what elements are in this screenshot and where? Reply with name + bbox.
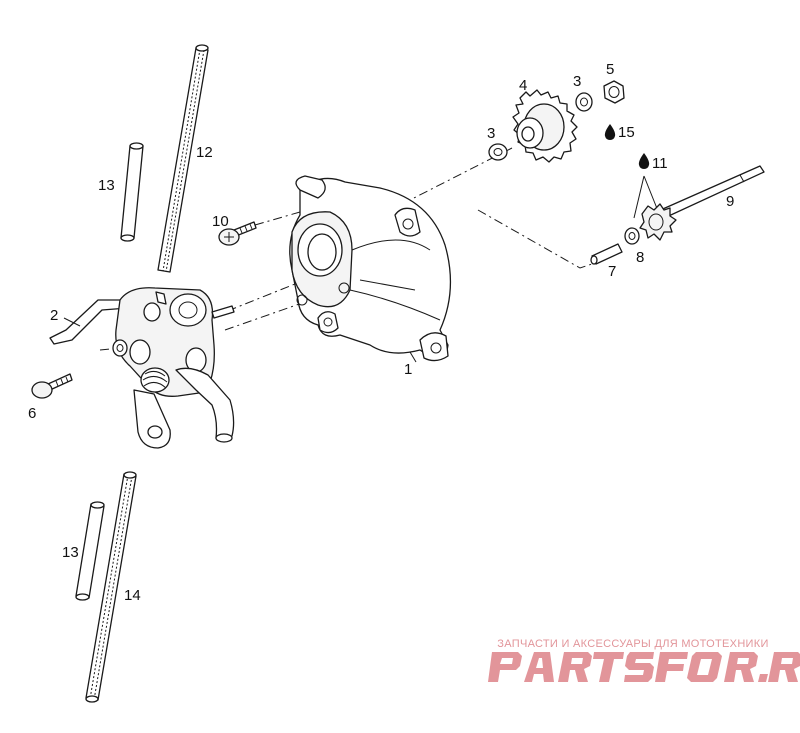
callout-4: 4 bbox=[519, 77, 527, 94]
callout-13: 13 bbox=[62, 544, 79, 561]
watermark-tagline: ЗАПЧАСТИ И АКСЕССУАРЫ ДЛЯ МОТОТЕХНИКИ bbox=[497, 638, 769, 650]
tube-long-upper bbox=[157, 44, 209, 273]
washer-lower bbox=[488, 143, 508, 161]
oil-drop-icon bbox=[638, 153, 650, 169]
pump-cover-housing bbox=[289, 175, 452, 362]
callout-10: 10 bbox=[212, 213, 229, 230]
callout-8: 8 bbox=[636, 249, 644, 266]
callout-13: 13 bbox=[98, 177, 115, 194]
tube-short-lower bbox=[75, 501, 105, 601]
callout-labels: 1 2 3 3 4 5 6 7 8 9 10 11 12 13 13 14 15 bbox=[28, 61, 734, 604]
callout-15: 15 bbox=[618, 124, 635, 141]
oil-pump-assembly bbox=[49, 287, 235, 449]
callout-7: 7 bbox=[608, 263, 616, 280]
washer-upper bbox=[575, 92, 593, 112]
tube-long-lower bbox=[85, 471, 137, 703]
assembly-line-pin bbox=[477, 209, 599, 269]
callout-5: 5 bbox=[606, 61, 614, 78]
callout-3: 3 bbox=[487, 125, 495, 142]
callout-1: 1 bbox=[404, 361, 412, 378]
callout-3: 3 bbox=[573, 73, 581, 90]
callout-2: 2 bbox=[50, 307, 58, 324]
bolt-lower bbox=[31, 373, 73, 399]
nut bbox=[603, 80, 625, 104]
assembly-line-screw bbox=[254, 211, 301, 226]
assembly-line-pump-lower bbox=[224, 287, 346, 331]
shaft-washer bbox=[624, 227, 640, 245]
drive-gear bbox=[512, 89, 578, 163]
dowel-pin bbox=[590, 243, 623, 265]
tube-short-upper bbox=[120, 142, 144, 242]
oil-drop-icon bbox=[604, 124, 616, 140]
callout-11: 11 bbox=[652, 155, 668, 172]
callout-14: 14 bbox=[124, 587, 141, 604]
callout-6: 6 bbox=[28, 405, 36, 422]
screw-upper bbox=[218, 221, 257, 246]
callout-12: 12 bbox=[196, 144, 213, 161]
watermark-logo bbox=[488, 652, 800, 682]
leader-lines bbox=[63, 317, 417, 363]
callout-9: 9 bbox=[726, 193, 734, 210]
assembly-line-bolt bbox=[99, 347, 121, 351]
pump-shaft bbox=[639, 165, 765, 241]
